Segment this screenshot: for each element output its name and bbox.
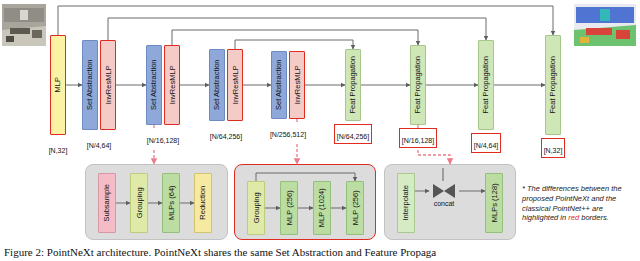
block-label: MLP (256) (351, 191, 359, 226)
data-flow-arrow (58, 6, 553, 35)
input-point-cloud (2, 4, 46, 46)
layer-block: MLPs (128) (485, 173, 503, 233)
tensor-shape: [N/64,256] (210, 133, 242, 140)
block-label: InvResMLP (293, 66, 301, 105)
bowtie-shape (433, 184, 455, 198)
shape-label: [N/16,128] (144, 128, 182, 148)
block-label: Set Abstraction (150, 60, 158, 110)
layer-block: Feat Propagation (410, 45, 426, 125)
shape-label: [N/16,128] (399, 128, 437, 148)
layer-block: Interpolate (397, 173, 415, 233)
data-flow-arrow (331, 208, 346, 209)
shape-label: [N/64,256] (334, 124, 372, 144)
block-label: Feat Propagation (482, 56, 490, 114)
output-segmentation (574, 4, 636, 46)
tensor-shape: [N/16,128] (402, 137, 434, 144)
block-label: Set Abstraction (86, 60, 94, 110)
data-flow-arrow (108, 18, 486, 40)
block-label: InvResMLP (231, 66, 239, 105)
tensor-shape: [N,32] (544, 147, 563, 154)
layer-block: Set Abstraction (271, 51, 287, 119)
data-flow-arrow (426, 85, 478, 86)
data-flow-arrow (305, 85, 345, 86)
shape-label: [N/4,64] (84, 133, 115, 153)
block-label: MLP (54, 77, 62, 92)
concat-input-line (443, 168, 444, 181)
module-panel: Subsample Grouping MLPs (64) Reduction (85, 164, 228, 240)
block-label: MLPs (128) (490, 184, 498, 223)
data-flow-arrow (180, 203, 194, 204)
module-panel: Interpolate concat MLPs (128) (384, 164, 516, 240)
block-label: Set Abstraction (275, 60, 283, 110)
block-label: Feat Propagation (414, 56, 422, 114)
block-label: MLPs (64) (167, 186, 175, 221)
tensor-shape: [N/64,256] (337, 133, 369, 140)
operation-label: concat (429, 200, 459, 208)
note-text: * The differences between the proposed P… (522, 184, 636, 223)
layer-block: InvResMLP (100, 40, 116, 130)
layer-block: InvResMLP (289, 51, 305, 119)
layer-block: Set Abstraction (209, 49, 225, 121)
data-flow-arrow (116, 203, 130, 204)
block-label: InvResMLP (104, 66, 112, 105)
block-label: Feat Propagation (549, 56, 557, 114)
data-flow-arrow (148, 203, 162, 204)
data-flow-arrow (172, 30, 418, 45)
layer-block: Subsample (98, 173, 116, 233)
shape-label: [N,32] (541, 138, 566, 158)
data-flow-arrow (116, 85, 146, 86)
shape-label: [N,32] (46, 138, 71, 158)
block-label: InvResMLP (168, 66, 176, 105)
tensor-shape: [N/4,64] (87, 142, 112, 149)
data-flow-arrow (494, 85, 545, 86)
concat-symbol (430, 182, 458, 200)
tensor-shape: [N/4,64] (474, 142, 499, 149)
data-flow-arrow (243, 85, 271, 86)
layer-block: InvResMLP (164, 45, 180, 125)
tensor-shape: [N/16,128] (147, 137, 179, 144)
block-label: Grouping (135, 188, 143, 219)
layer-block: MLP (256) (346, 181, 364, 235)
figure-caption: Figure 2: PointNeXt architecture. PointN… (4, 246, 436, 259)
block-label: Set Abstraction (213, 60, 221, 110)
data-flow-arrow (415, 191, 429, 192)
layer-block: Set Abstraction (146, 45, 162, 125)
layer-block: Feat Propagation (345, 49, 361, 121)
data-flow-arrow (265, 208, 280, 209)
caption-text: Figure 2: PointNeXt architecture. PointN… (4, 246, 436, 258)
data-flow-arrow (298, 208, 313, 209)
data-flow-arrow (180, 85, 209, 86)
layer-block: MLPs (64) (162, 173, 180, 233)
block-label: MLP (256) (285, 191, 293, 226)
layer-block: MLP (50, 35, 66, 135)
shape-label: [N/4,64] (471, 133, 502, 153)
data-flow-arrow (361, 85, 410, 86)
block-label: Feat Propagation (349, 56, 357, 114)
tensor-shape: [N/256,512] (270, 131, 306, 138)
shape-label: [N/256,512] (267, 122, 309, 142)
data-flow-arrow (459, 191, 485, 192)
concat-node: concat (429, 182, 459, 216)
layer-block: Set Abstraction (82, 40, 98, 130)
layer-block: Grouping (247, 181, 265, 235)
layer-block: Feat Propagation (545, 35, 561, 135)
block-label: MLP (1024) (318, 188, 326, 227)
block-label: Grouping (252, 193, 260, 224)
data-flow-arrow (66, 85, 82, 86)
layer-block: InvResMLP (227, 49, 243, 121)
tensor-shape: [N,32] (49, 147, 68, 154)
layer-block: MLP (256) (280, 181, 298, 235)
block-label: Subsample (103, 184, 111, 222)
layer-block: Reduction (194, 173, 212, 233)
layer-block: Feat Propagation (478, 40, 494, 130)
layer-block: Grouping (130, 173, 148, 233)
shape-label: [N/64,256] (207, 124, 245, 144)
data-flow-arrow (235, 40, 353, 49)
note-fragment: borders. (581, 213, 609, 222)
note-fragment: red (568, 213, 579, 222)
block-label: Interpolate (402, 185, 410, 220)
layer-block: MLP (1024) (313, 181, 331, 235)
block-label: Reduction (199, 186, 207, 220)
